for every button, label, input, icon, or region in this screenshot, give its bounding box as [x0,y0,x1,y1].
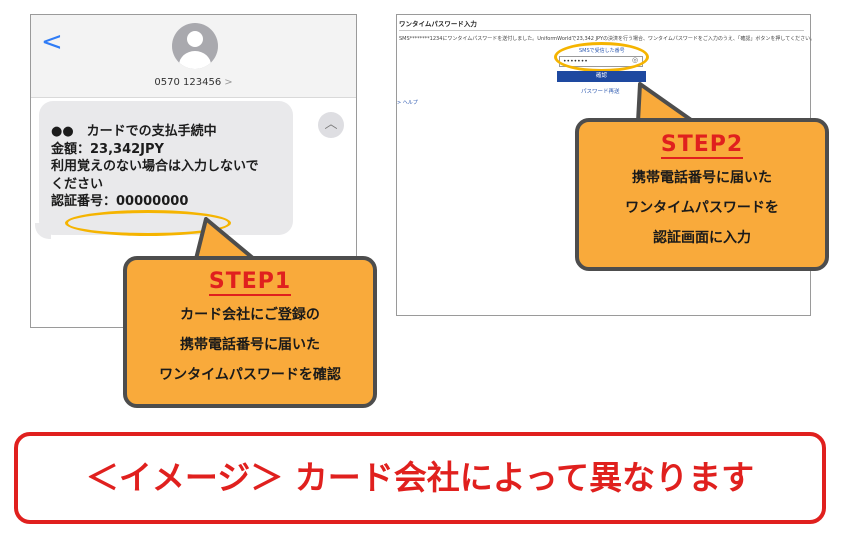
step2-line-3: 認証画面に入力 [653,230,751,246]
help-link[interactable]: > ヘルプ [397,100,418,106]
title-divider [399,30,804,31]
confirm-button[interactable]: 確認 [557,71,646,82]
step2-label: STEP2 [660,132,744,159]
sender-number[interactable]: 0570 123456> [31,77,356,88]
disclaimer-text: ＜イメージ＞ カード会社によって異なります [85,458,755,497]
back-chevron-icon[interactable]: < [41,27,63,57]
contact-avatar-icon [172,23,218,69]
step2-line-1: 携帯電話番号に届いた [632,170,772,186]
sms-line-warning-cont: ください [51,176,104,192]
step1-line-2: 携帯電話番号に届いた [180,337,320,353]
disclaimer-banner: ＜イメージ＞ カード会社によって異なります [14,432,826,524]
step1-label: STEP1 [208,269,292,296]
step1-callout: STEP1 カード会社にご登録の 携帯電話番号に届いた ワンタイムパスワードを確… [123,256,377,408]
otp-instruction-text: SMS********1234にワンタイムパスワードを送付しました。Unifor… [399,36,816,42]
resend-password-link[interactable]: パスワード再送 [581,89,620,95]
sms-line-warning: 利用覚えのない場合は入力しないで [51,159,259,174]
sms-message-bubble: ●● カードでの支払手続中 金額：23,342JPY 利用覚えのない場合は入力し… [39,101,293,235]
step2-callout: STEP2 携帯電話番号に届いた ワンタイムパスワードを 認証画面に入力 [575,118,829,271]
sms-screen: < 0570 123456> ●● カードでの支払手続中 金額：23,342JP… [30,14,357,328]
sms-header: < 0570 123456> [31,15,356,98]
step1-line-3: ワンタイムパスワードを確認 [159,367,341,383]
sms-line-auth-code: 認証番号：00000000 [51,194,189,209]
sender-number-text: 0570 123456 [154,77,222,88]
auth-code-highlight [65,210,231,236]
collapse-chevron-icon[interactable]: ︿ [318,112,344,138]
step1-line-1: カード会社にご登録の [180,307,320,323]
chevron-right-icon: > [224,77,233,88]
step2-line-2: ワンタイムパスワードを [625,200,779,216]
sms-line-amount: 金額：23,342JPY [51,141,164,157]
sms-line-status: ●● カードでの支払手続中 [51,124,217,139]
otp-page-title: ワンタイムパスワード入力 [399,20,477,28]
otp-input-highlight [554,42,649,72]
